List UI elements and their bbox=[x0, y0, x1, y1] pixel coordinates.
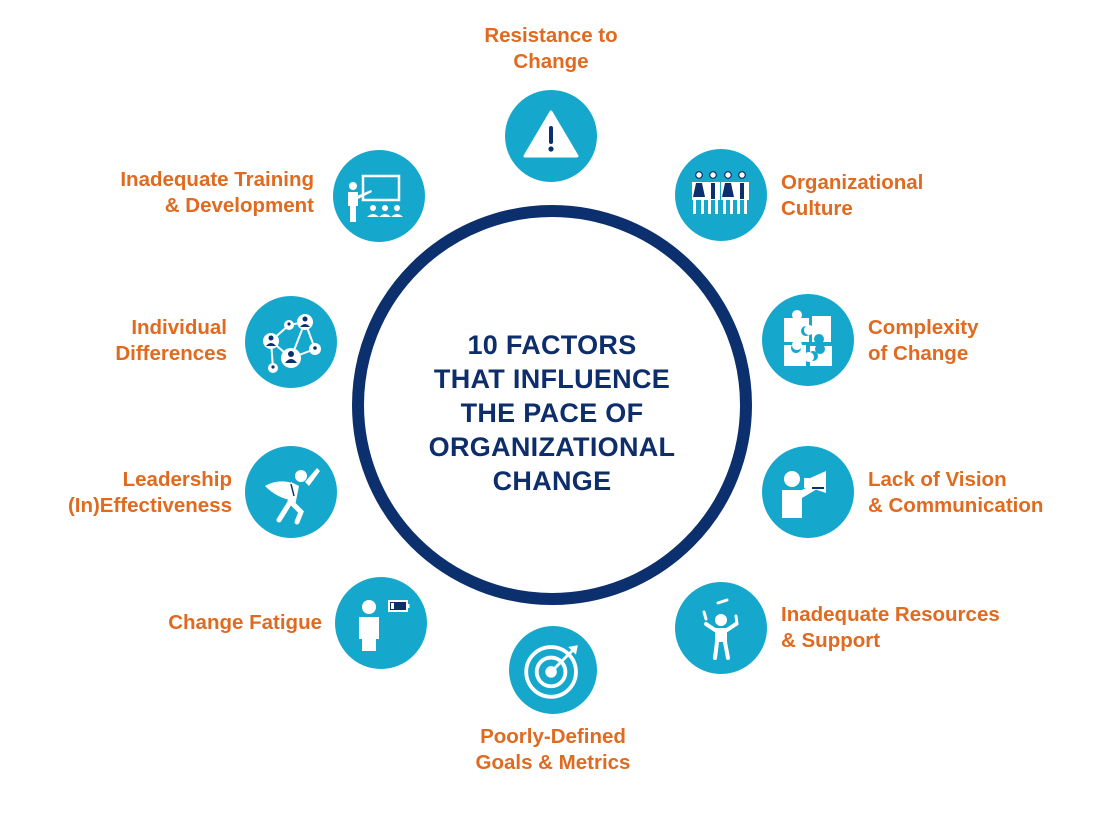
label-line: Individual bbox=[131, 316, 227, 339]
factor-label-individual-differences: Individual Differences bbox=[25, 315, 227, 367]
factor-label-poorly-defined-goals: Poorly-Defined Goals & Metrics bbox=[452, 724, 654, 776]
label-line: Inadequate Training bbox=[120, 168, 314, 191]
factor-label-leadership: Leadership (In)Effectiveness bbox=[30, 467, 232, 519]
factor-node-inadequate-resources bbox=[675, 582, 767, 674]
label-line: Lack of Vision bbox=[868, 468, 1007, 491]
megaphone-person-icon bbox=[782, 471, 826, 518]
factor-node-complexity-of-change bbox=[762, 294, 854, 386]
label-line: Differences bbox=[115, 342, 227, 365]
label-line: Organizational bbox=[781, 171, 924, 194]
factor-node-lack-of-vision bbox=[762, 446, 854, 538]
label-line: Complexity bbox=[868, 316, 979, 339]
factor-node-inadequate-training bbox=[333, 150, 425, 242]
label-line: & Communication bbox=[868, 494, 1044, 517]
factor-node-organizational-culture bbox=[675, 149, 767, 241]
label-line: Inadequate Resources bbox=[781, 603, 1000, 626]
label-line: Poorly-Defined bbox=[480, 725, 626, 748]
title-line: 10 FACTORS bbox=[467, 330, 637, 360]
juggler-icon bbox=[702, 598, 739, 660]
label-line: Change bbox=[513, 50, 589, 73]
presenter-board-icon bbox=[348, 174, 403, 222]
label-line: Resistance to bbox=[484, 24, 618, 47]
factor-node-change-fatigue bbox=[335, 577, 427, 669]
title-line: CHANGE bbox=[492, 466, 612, 496]
factor-label-resistance-to-change: Resistance to Change bbox=[450, 23, 652, 75]
target-arrow-icon bbox=[524, 645, 578, 699]
group-of-people-icon bbox=[692, 171, 749, 214]
warning-triangle-icon bbox=[523, 110, 579, 158]
label-line: Change Fatigue bbox=[168, 611, 322, 634]
label-line: & Development bbox=[164, 194, 314, 217]
factor-node-individual-differences bbox=[245, 296, 337, 388]
label-line: Culture bbox=[781, 197, 853, 220]
title-line: THE PACE OF bbox=[460, 398, 644, 428]
factor-node-poorly-defined-goals bbox=[509, 626, 597, 714]
label-line: Goals & Metrics bbox=[475, 751, 631, 774]
superhero-icon bbox=[265, 468, 320, 525]
label-line: Leadership bbox=[122, 468, 232, 491]
factor-label-complexity-of-change: Complexity of Change bbox=[868, 315, 979, 367]
factor-label-organizational-culture: Organizational Culture bbox=[781, 170, 923, 222]
network-people-icon bbox=[263, 314, 321, 373]
label-line: & Support bbox=[781, 629, 881, 652]
factor-node-resistance-to-change bbox=[505, 90, 597, 182]
low-battery-person-icon bbox=[359, 600, 410, 651]
label-line: (In)Effectiveness bbox=[67, 494, 232, 517]
factor-label-inadequate-training: Inadequate Training & Development bbox=[112, 167, 314, 219]
factor-node-leadership bbox=[245, 446, 337, 538]
label-line: of Change bbox=[868, 342, 969, 365]
factor-label-inadequate-resources: Inadequate Resources & Support bbox=[781, 602, 1000, 654]
title-line: ORGANIZATIONAL bbox=[428, 432, 676, 462]
title-line: THAT INFLUENCE bbox=[433, 364, 671, 394]
center-title: 10 FACTORS THAT INFLUENCE THE PACE OF OR… bbox=[352, 328, 752, 498]
factor-label-lack-of-vision: Lack of Vision & Communication bbox=[868, 467, 1043, 519]
factor-label-change-fatigue: Change Fatigue bbox=[120, 610, 322, 636]
puzzle-pieces-icon bbox=[784, 310, 832, 366]
